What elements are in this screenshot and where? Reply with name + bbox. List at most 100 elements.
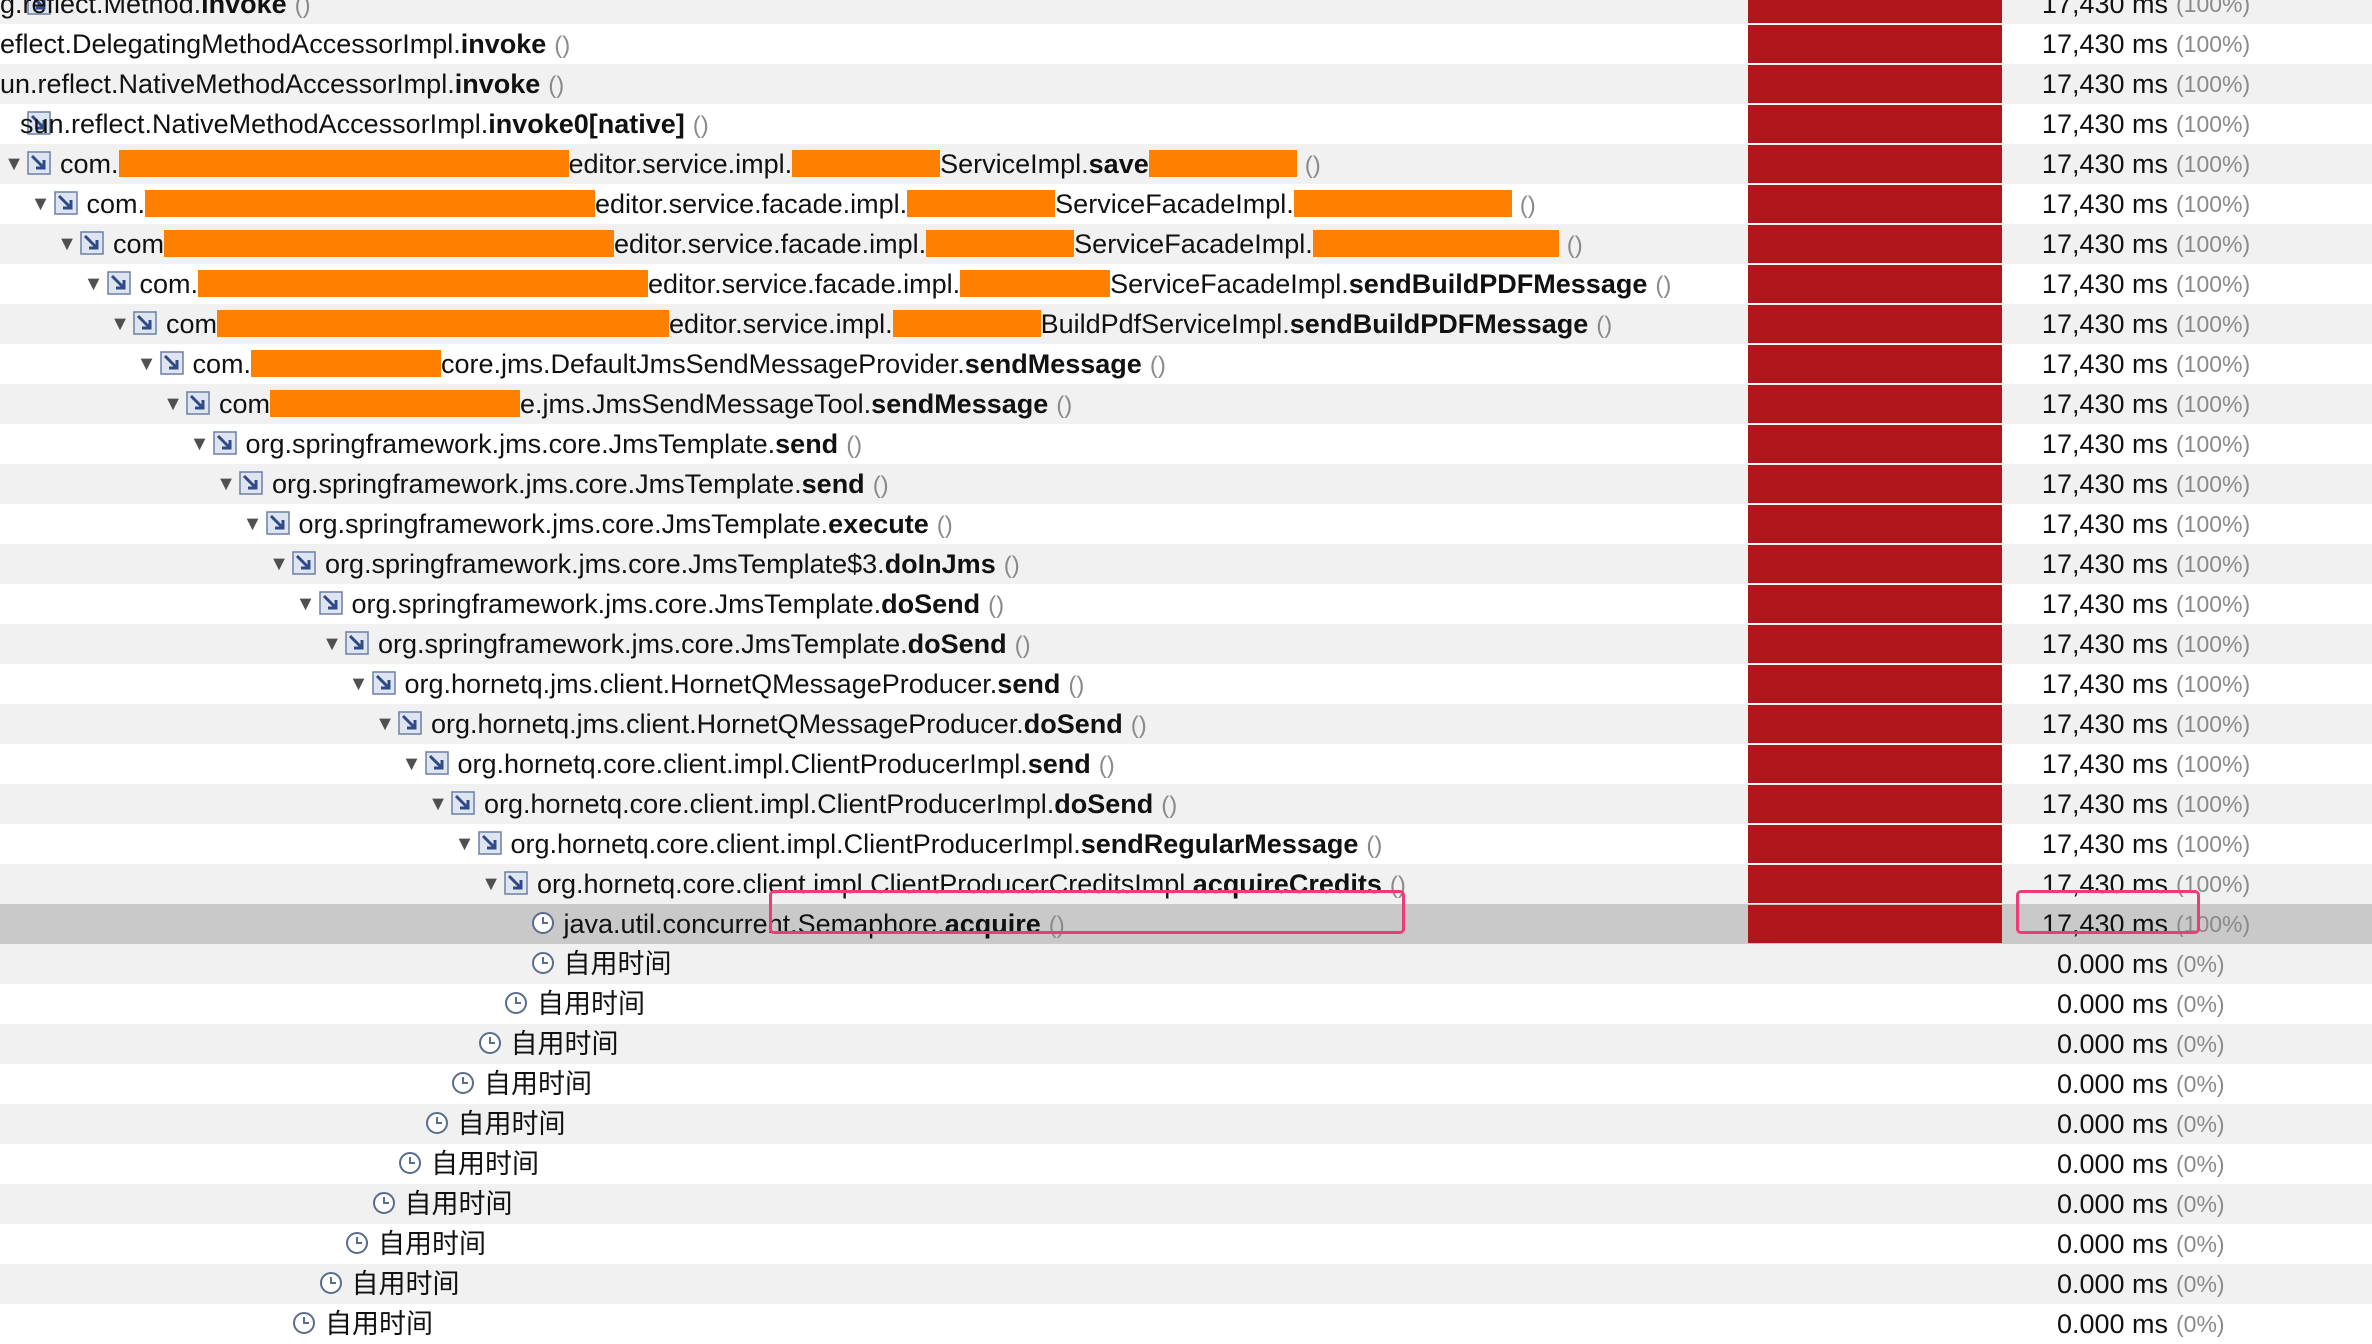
call-tree-row[interactable]: g.reflect.Method.invoke()17,430 ms(100%) bbox=[0, 0, 2372, 24]
time-value: 17,430 ms bbox=[2041, 749, 2168, 779]
expand-toggle-icon[interactable]: ▼ bbox=[348, 673, 369, 695]
call-tree-row[interactable]: ▼org.hornetq.jms.client.HornetQMessagePr… bbox=[0, 664, 2372, 704]
time-percent: (100%) bbox=[2176, 271, 2251, 297]
time-percentage-bar bbox=[1748, 385, 2002, 423]
time-percent: (0%) bbox=[2176, 951, 2225, 977]
expand-toggle-icon[interactable]: ▼ bbox=[295, 593, 316, 615]
method-label: 自用时间 bbox=[484, 1069, 592, 1099]
time-percent: (0%) bbox=[2176, 991, 2225, 1017]
time-percent: (100%) bbox=[2176, 791, 2251, 817]
time-percentage-bar bbox=[1748, 705, 2002, 743]
call-tree-row[interactable]: ▼org.hornetq.core.client.impl.ClientProd… bbox=[0, 864, 2372, 904]
method-label: org.springframework.jms.core.JmsTemplate… bbox=[245, 429, 863, 459]
time-percentage-bar bbox=[1748, 25, 2002, 63]
method-label: org.springframework.jms.core.JmsTemplate… bbox=[378, 629, 1031, 659]
method-label: org.springframework.jms.core.JmsTemplate… bbox=[298, 509, 953, 539]
time-value: 17,430 ms bbox=[2041, 549, 2168, 579]
time-value: 0.000 ms bbox=[2056, 1309, 2168, 1339]
time-percent: (100%) bbox=[2176, 391, 2251, 417]
time-percentage-bar bbox=[1748, 625, 2002, 663]
time-percent: (100%) bbox=[2176, 71, 2251, 97]
time-percent: (100%) bbox=[2176, 351, 2251, 377]
time-percent: (100%) bbox=[2176, 711, 2251, 737]
call-tree-row[interactable]: eflect.DelegatingMethodAccessorImpl.invo… bbox=[0, 24, 2372, 64]
time-percent: (100%) bbox=[2176, 511, 2251, 537]
call-tree-row[interactable]: ▼ org.springframework.jms.core.JmsTemplat… bbox=[0, 544, 2372, 584]
time-value: 17,430 ms bbox=[2041, 669, 2168, 699]
method-icon bbox=[344, 630, 370, 656]
expand-toggle-icon[interactable]: ▼ bbox=[428, 793, 448, 815]
call-tree-row[interactable]: un.reflect.NativeMethodAccessorImpl.invo… bbox=[0, 64, 2372, 104]
time-percentage-bar bbox=[1748, 585, 2002, 623]
call-tree-row[interactable]: ▼ org.hornetq.core.client.impl.ClientProd… bbox=[0, 744, 2372, 784]
call-tree-row[interactable]: ▼ com.editor.service.facade.impl.ServiceF… bbox=[0, 264, 2372, 304]
expand-toggle-icon[interactable]: ▼ bbox=[269, 553, 289, 575]
call-tree-row[interactable]: ▼org.hornetq.core.client.impl.ClientProd… bbox=[0, 784, 2372, 824]
method-label: com.editor.service.facade.impl.ServiceFa… bbox=[139, 269, 1672, 299]
time-percent: (0%) bbox=[2176, 1231, 2225, 1257]
expand-toggle-icon[interactable]: ▼ bbox=[375, 713, 395, 735]
expand-toggle-icon[interactable]: ▼ bbox=[57, 233, 77, 255]
call-tree-row[interactable]: ▼ org.springframework.jms.core.JmsTemplat… bbox=[0, 504, 2372, 544]
time-percent: (100%) bbox=[2176, 631, 2251, 657]
call-tree-row[interactable]: ▼com.editor.service.facade.impl.ServiceF… bbox=[0, 184, 2372, 224]
call-tree-row[interactable]: ▼ org.hornetq.jms.client.HornetQMessagePr… bbox=[0, 704, 2372, 744]
call-tree-row[interactable]: sun.reflect.NativeMethodAccessorImpl.inv… bbox=[0, 104, 2372, 144]
method-label: org.hornetq.jms.client.HornetQMessagePro… bbox=[431, 709, 1147, 739]
expand-toggle-icon[interactable]: ▼ bbox=[30, 193, 51, 215]
expand-toggle-icon[interactable]: ▼ bbox=[4, 153, 24, 175]
time-percent: (0%) bbox=[2176, 1271, 2225, 1297]
expand-toggle-icon[interactable]: ▼ bbox=[136, 353, 157, 375]
time-value: 17,430 ms bbox=[2041, 309, 2168, 339]
call-tree-row[interactable]: ▼ org.springframework.jms.core.JmsTemplat… bbox=[0, 624, 2372, 664]
time-value: 17,430 ms bbox=[2041, 189, 2168, 219]
call-tree-row[interactable]: ▼com.editor.service.impl.ServiceImpl.sav… bbox=[0, 144, 2372, 184]
call-tree-row[interactable]: ▼org.springframework.jms.core.JmsTemplat… bbox=[0, 584, 2372, 624]
time-value: 17,430 ms bbox=[2041, 109, 2168, 139]
call-tree-row[interactable]: ▼ org.springframework.jms.core.JmsTemplat… bbox=[0, 424, 2372, 464]
method-icon bbox=[26, 110, 52, 136]
time-percent: (100%) bbox=[2176, 831, 2251, 857]
expand-toggle-icon[interactable]: ▼ bbox=[454, 833, 475, 855]
expand-toggle-icon[interactable]: ▼ bbox=[163, 393, 183, 415]
time-percentage-bar bbox=[1748, 825, 2002, 863]
time-percentage-bar bbox=[1748, 345, 2002, 383]
time-percent: (100%) bbox=[2176, 551, 2251, 577]
method-label: un.reflect.NativeMethodAccessorImpl.invo… bbox=[0, 69, 565, 99]
expand-toggle-icon[interactable]: ▼ bbox=[481, 873, 501, 895]
expand-toggle-icon[interactable]: ▼ bbox=[242, 513, 263, 535]
expand-toggle-icon[interactable]: ▼ bbox=[110, 313, 130, 335]
expand-toggle-icon[interactable]: ▼ bbox=[322, 633, 342, 655]
call-tree-row[interactable]: ▼com.core.jms.DefaultJmsSendMessageProvi… bbox=[0, 344, 2372, 384]
expand-toggle-icon[interactable]: ▼ bbox=[83, 273, 104, 295]
call-tree-row[interactable]: ▼org.springframework.jms.core.JmsTemplat… bbox=[0, 464, 2372, 504]
method-label: org.springframework.jms.core.JmsTemplate… bbox=[325, 549, 1020, 579]
call-tree-row[interactable]: java.util.concurrent.Semaphore.acquire()… bbox=[0, 904, 2372, 944]
method-label: org.hornetq.core.client.impl.ClientProdu… bbox=[510, 829, 1383, 859]
expand-toggle-icon[interactable]: ▼ bbox=[189, 433, 210, 455]
time-percentage-bar bbox=[1748, 545, 2002, 583]
method-label: org.hornetq.core.client.impl.ClientProdu… bbox=[457, 749, 1115, 779]
call-tree-row[interactable]: ▼ org.hornetq.core.client.impl.ClientProd… bbox=[0, 824, 2372, 864]
expand-toggle-icon[interactable]: ▼ bbox=[216, 473, 236, 495]
method-icon bbox=[26, 150, 52, 176]
expand-toggle-icon[interactable]: ▼ bbox=[401, 753, 422, 775]
method-label: g.reflect.Method.invoke() bbox=[0, 0, 311, 19]
time-value: 17,430 ms bbox=[2041, 629, 2168, 659]
redaction-block bbox=[164, 230, 615, 257]
